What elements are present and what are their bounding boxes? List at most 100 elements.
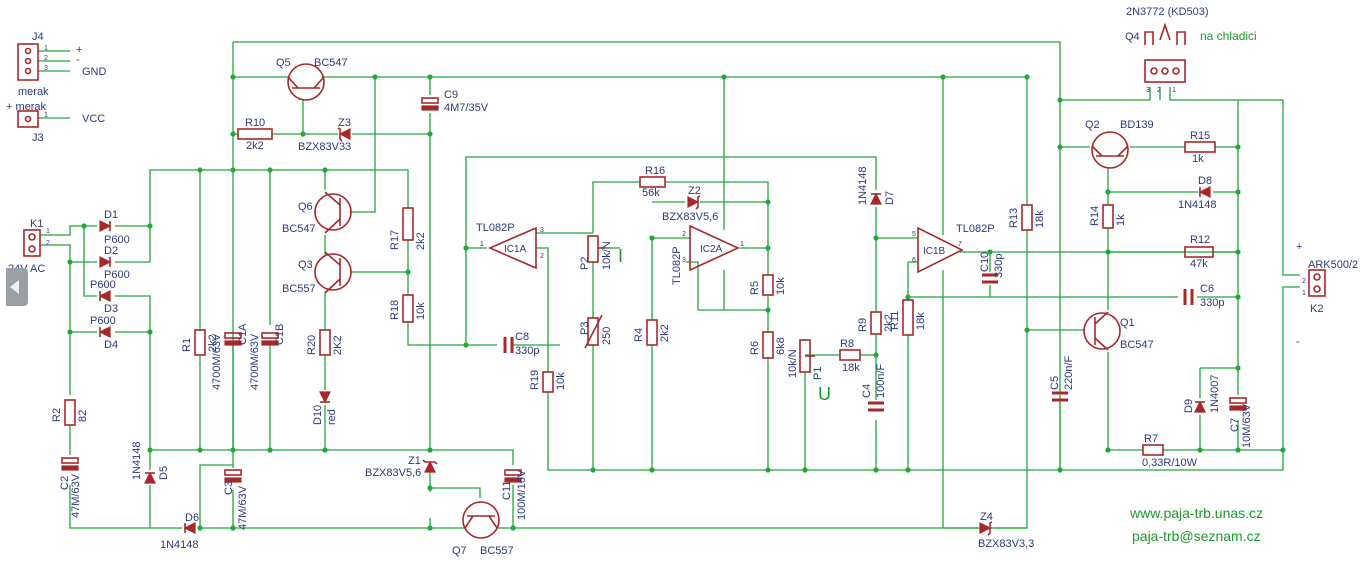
svg-text:1: 1 bbox=[480, 241, 484, 248]
svg-text:330p: 330p bbox=[1200, 297, 1224, 309]
potentiometers: 10k/N P1 U P2 10k/N I P3 250 bbox=[579, 235, 831, 404]
svg-text:D8: D8 bbox=[1198, 175, 1212, 187]
svg-text:R15: R15 bbox=[1190, 130, 1210, 142]
j3-pin-label: VCC bbox=[82, 113, 105, 125]
q4-note: na chladici bbox=[1200, 29, 1257, 43]
svg-text:220n/F: 220n/F bbox=[1063, 355, 1075, 390]
svg-text:1k: 1k bbox=[1115, 214, 1127, 226]
svg-text:6k8: 6k8 bbox=[775, 337, 787, 355]
svg-text:R20: R20 bbox=[306, 335, 318, 355]
svg-text:18k: 18k bbox=[1034, 210, 1046, 228]
svg-text:C4: C4 bbox=[861, 384, 873, 398]
svg-text:C11: C11 bbox=[501, 481, 513, 500]
svg-text:Z3: Z3 bbox=[338, 117, 351, 129]
svg-text:P600: P600 bbox=[104, 269, 130, 281]
svg-text:BC557: BC557 bbox=[282, 283, 316, 295]
svg-text:BC547: BC547 bbox=[282, 223, 316, 235]
svg-text:Q2: Q2 bbox=[1085, 119, 1100, 131]
svg-text:BZX83V5,6: BZX83V5,6 bbox=[662, 211, 718, 223]
svg-text:TL082P: TL082P bbox=[956, 223, 995, 235]
connector-j4: J4 merak 123 + - GND bbox=[17, 31, 107, 98]
svg-text:4M7/35V: 4M7/35V bbox=[444, 102, 489, 114]
svg-text:7: 7 bbox=[958, 241, 962, 248]
collapse-panel-tab[interactable] bbox=[6, 268, 28, 306]
j4-pin3-label: GND bbox=[82, 66, 107, 78]
svg-text:3: 3 bbox=[540, 227, 544, 234]
svg-text:2k2: 2k2 bbox=[246, 140, 264, 152]
svg-text:D1: D1 bbox=[104, 209, 118, 221]
svg-text:Q6: Q6 bbox=[298, 201, 313, 213]
svg-text:0,33R/10W: 0,33R/10W bbox=[1142, 457, 1198, 469]
svg-text:2k2: 2k2 bbox=[659, 324, 671, 342]
svg-text:2k2: 2k2 bbox=[883, 314, 895, 332]
svg-text:P600: P600 bbox=[104, 234, 130, 246]
svg-text:P2: P2 bbox=[579, 257, 591, 270]
svg-text:P1: P1 bbox=[812, 367, 824, 380]
opamp-ic1a: IC1A TL082P 132 bbox=[476, 222, 544, 270]
svg-text:10k/N: 10k/N bbox=[601, 241, 613, 270]
svg-text:3: 3 bbox=[44, 65, 48, 72]
svg-text:1N4148: 1N4148 bbox=[1178, 199, 1217, 211]
svg-text:2k2: 2k2 bbox=[415, 232, 427, 250]
svg-text:10k/N: 10k/N bbox=[787, 349, 799, 378]
svg-text:Q7: Q7 bbox=[452, 545, 467, 557]
svg-text:R6: R6 bbox=[749, 341, 761, 355]
svg-text:1: 1 bbox=[740, 241, 744, 248]
q4-ref: Q4 bbox=[1125, 31, 1140, 43]
capacitors: 4700M/63V C1A 4700M/63V C1B C2 47M/63V C… bbox=[59, 89, 1253, 530]
svg-text:4700M/63V: 4700M/63V bbox=[211, 333, 223, 390]
svg-text:TL082P: TL082P bbox=[671, 246, 683, 285]
svg-text:1: 1 bbox=[1172, 87, 1176, 94]
svg-text:1: 1 bbox=[46, 228, 50, 235]
svg-text:3: 3 bbox=[1146, 87, 1150, 94]
svg-text:10M/63V: 10M/63V bbox=[1241, 403, 1253, 448]
svg-text:C8: C8 bbox=[515, 331, 529, 343]
svg-text:C3: C3 bbox=[223, 481, 235, 495]
svg-text:D9: D9 bbox=[1183, 399, 1195, 413]
svg-text:C1A: C1A bbox=[237, 323, 249, 345]
svg-text:BC547: BC547 bbox=[314, 57, 348, 69]
svg-text:BZX83V3,3: BZX83V3,3 bbox=[978, 538, 1034, 550]
svg-text:R18: R18 bbox=[389, 300, 401, 320]
svg-text:P600: P600 bbox=[90, 315, 116, 327]
pot-i-mark: I bbox=[618, 246, 623, 266]
svg-text:47k: 47k bbox=[1190, 258, 1208, 270]
svg-text:Q1: Q1 bbox=[1120, 317, 1135, 329]
j4-pin2-label: - bbox=[76, 54, 80, 66]
svg-text:1N4007: 1N4007 bbox=[1209, 374, 1221, 413]
svg-text:Q3: Q3 bbox=[298, 259, 313, 271]
svg-text:47M/63V: 47M/63V bbox=[70, 473, 82, 518]
svg-text:18k: 18k bbox=[915, 312, 927, 330]
svg-text:330p: 330p bbox=[993, 254, 1005, 278]
svg-text:IC2A: IC2A bbox=[700, 244, 723, 255]
svg-text:2: 2 bbox=[46, 240, 50, 247]
svg-text:2: 2 bbox=[682, 231, 686, 238]
svg-text:C10: C10 bbox=[979, 252, 991, 272]
svg-text:330p: 330p bbox=[515, 345, 539, 357]
svg-text:2k2: 2k2 bbox=[207, 334, 219, 352]
footer-website: www.paja-trb.unas.cz bbox=[1129, 505, 1263, 521]
svg-text:10k: 10k bbox=[775, 277, 787, 295]
svg-text:Z1: Z1 bbox=[408, 455, 421, 467]
svg-text:18k: 18k bbox=[842, 362, 860, 374]
svg-text:R1: R1 bbox=[181, 338, 193, 352]
svg-text:1: 1 bbox=[44, 45, 48, 52]
svg-text:Q5: Q5 bbox=[276, 57, 291, 69]
svg-text:red: red bbox=[326, 409, 338, 425]
svg-text:BC547: BC547 bbox=[1120, 339, 1154, 351]
svg-text:10k: 10k bbox=[555, 372, 567, 390]
svg-text:R17: R17 bbox=[389, 230, 401, 250]
j3-label: + merak bbox=[6, 101, 47, 113]
resistors: R1 2k2 R2 82 R4 2k2 R5 10k R6 6k8 R70,33… bbox=[51, 117, 1216, 469]
svg-text:IC1B: IC1B bbox=[923, 246, 946, 257]
svg-text:R7: R7 bbox=[1144, 433, 1158, 445]
svg-text:TL082P: TL082P bbox=[476, 222, 515, 234]
connector-k2: ARK500/2 K2 + - 21 bbox=[1296, 241, 1358, 348]
j4-pin1-label: + bbox=[76, 44, 82, 56]
wires bbox=[38, 41, 1300, 529]
